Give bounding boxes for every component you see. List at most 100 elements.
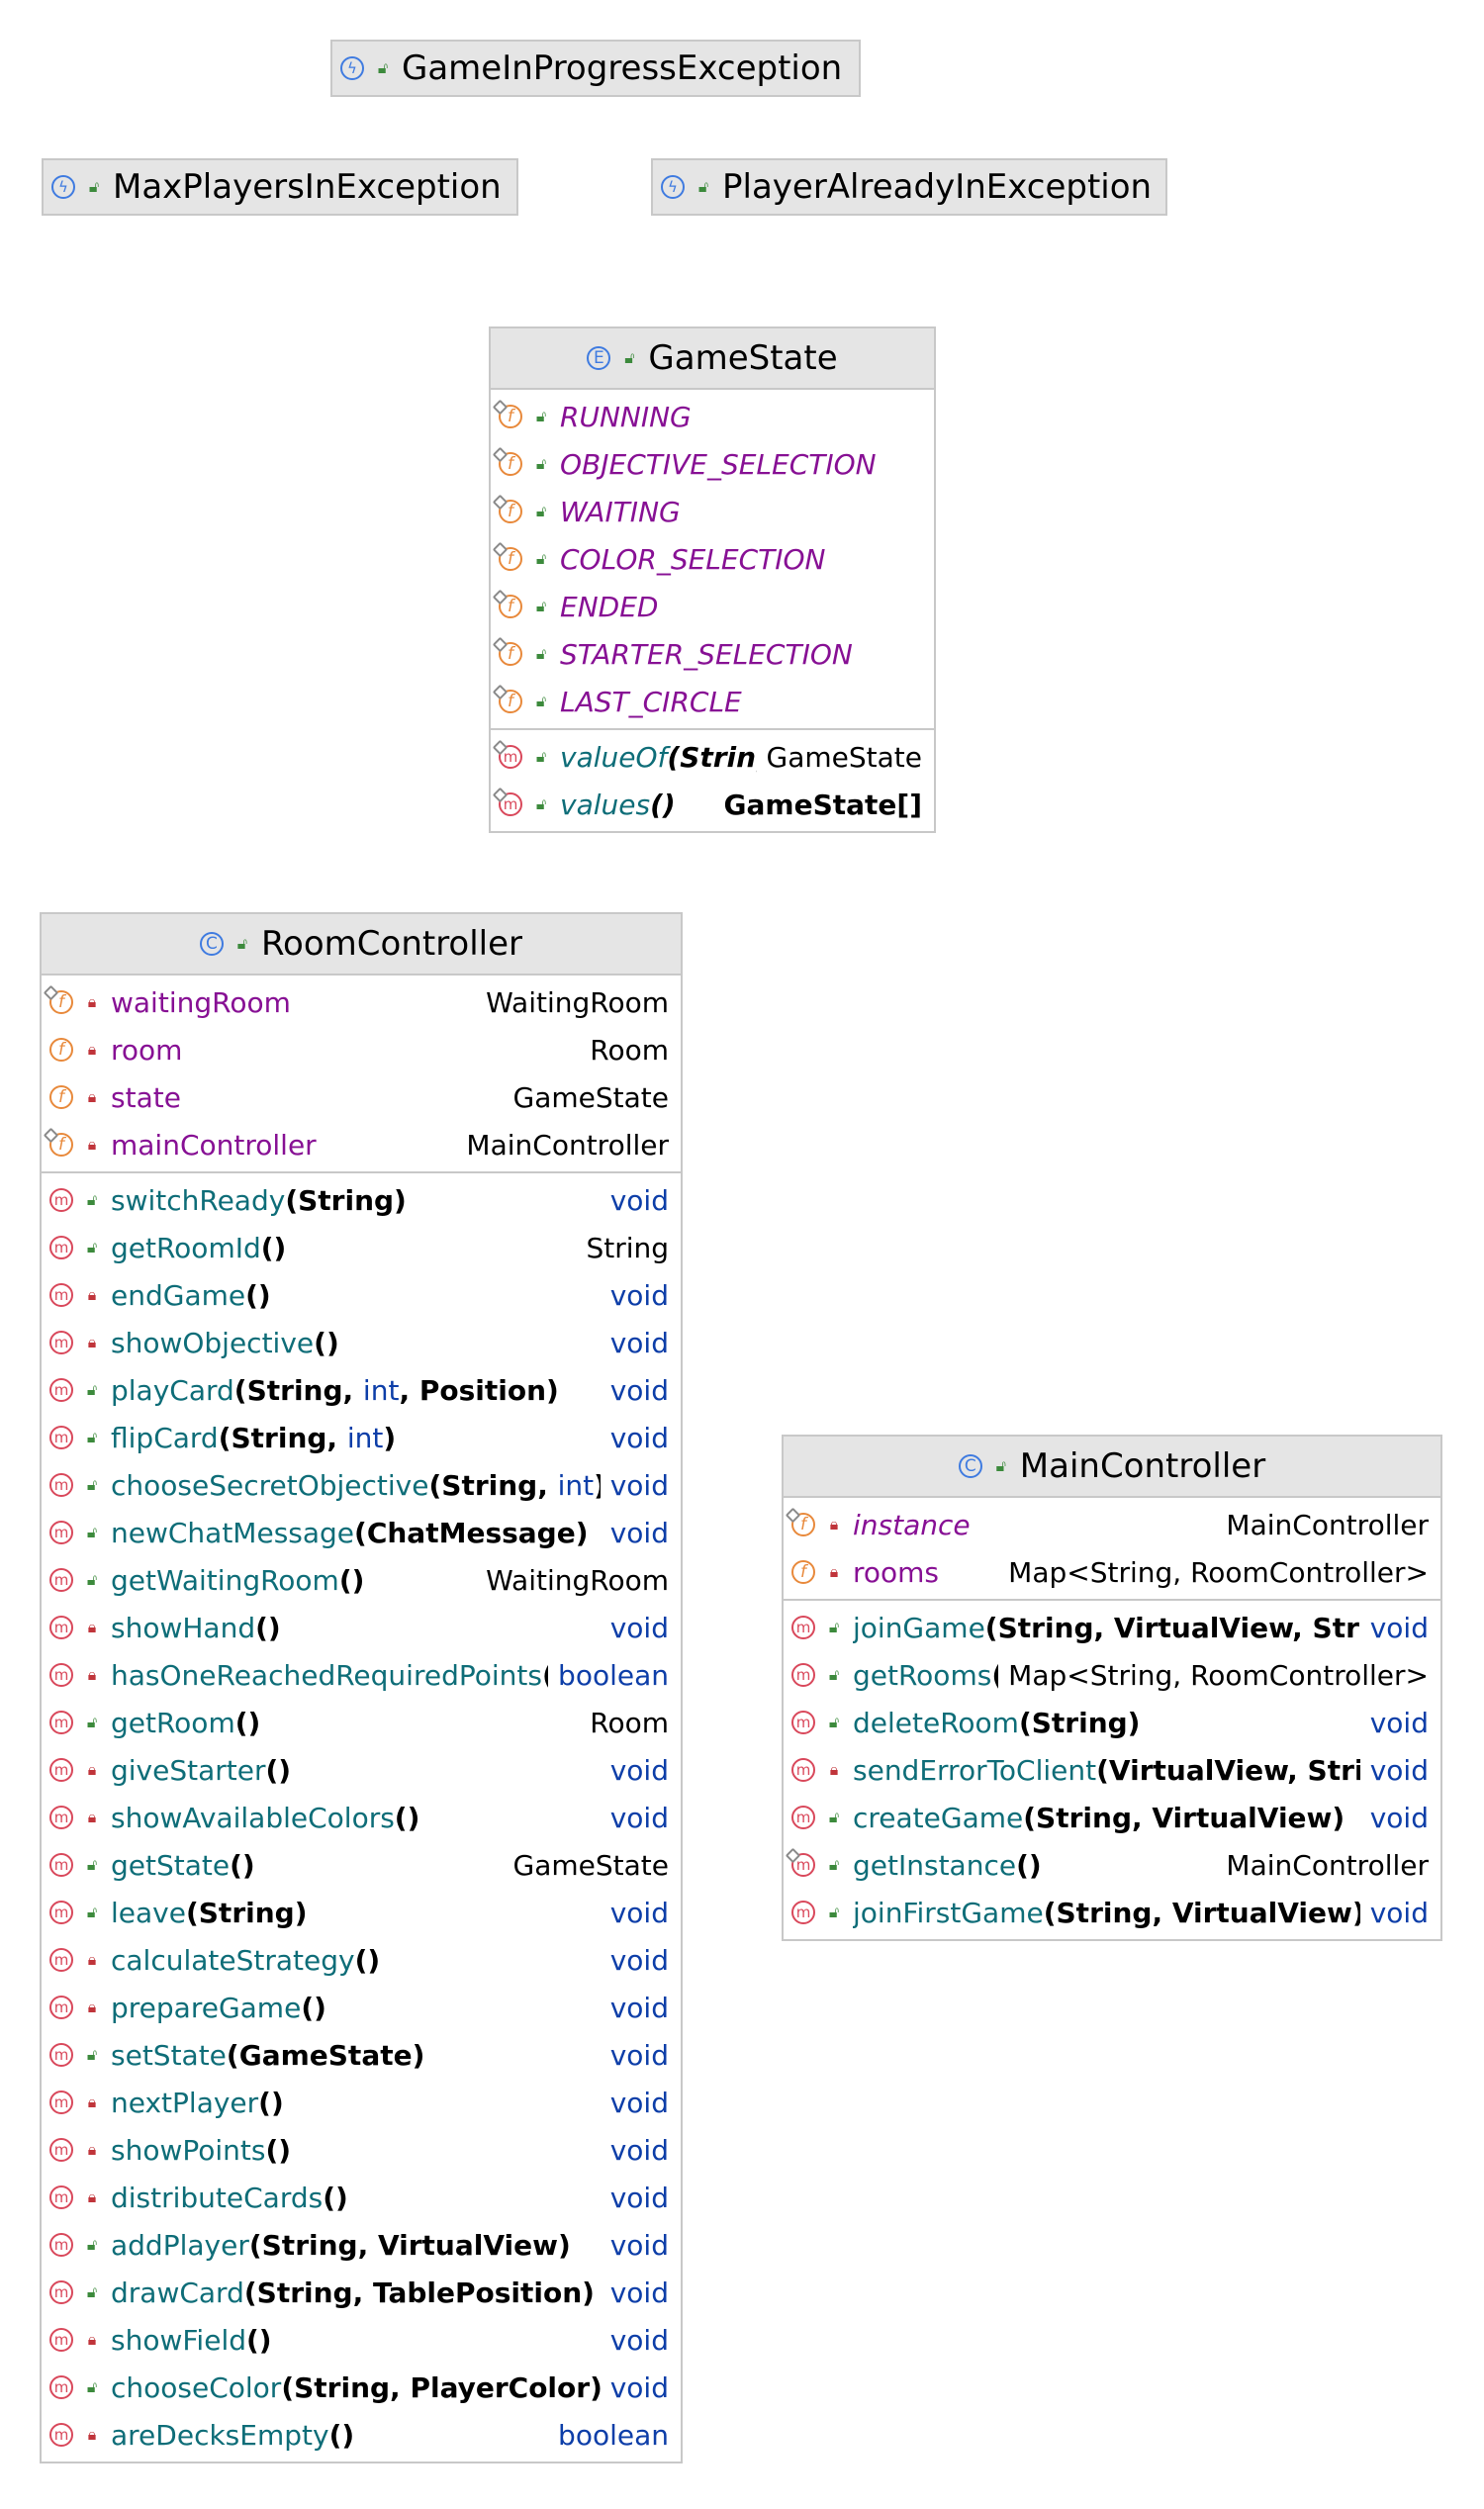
return-type: MainController (1226, 1848, 1429, 1882)
return-type: void (609, 2276, 669, 2309)
constant-name: LAST_CIRCLE (560, 685, 742, 718)
method-row[interactable]: m🔓︎getState()GameState (42, 1841, 681, 1889)
method-row[interactable]: m🔒︎showField()void (42, 2316, 681, 2364)
enum-box-gamestate[interactable]: E 🔓︎ GameState f🔓︎RUNNING f🔓︎OBJECTIVE_S… (489, 326, 936, 833)
method-row[interactable]: m🔒︎hasOneReachedRequiredPoints()boolean (42, 1651, 681, 1699)
constant-name: COLOR_SELECTION (560, 542, 826, 576)
method-icon: m (49, 1948, 73, 1972)
method-name: flipCard (111, 1421, 219, 1454)
method-row[interactable]: m🔒︎calculateStrategy()void (42, 1936, 681, 1984)
method-row[interactable]: m🔓︎playCard(String, int, Position)void (42, 1366, 681, 1414)
public-icon: 🔓︎ (86, 1475, 98, 1494)
method-params: () (338, 1563, 365, 1597)
return-type: void (609, 1896, 669, 1929)
method-name: prepareGame (111, 1991, 302, 2024)
enum-constant-row[interactable]: f🔓︎STARTER_SELECTION (491, 630, 934, 678)
method-row[interactable]: m🔒︎showHand()void (42, 1604, 681, 1651)
method-row[interactable]: m🔓︎switchReady(String)void (42, 1176, 681, 1224)
return-type: GameState (512, 1848, 669, 1882)
enum-constant-row[interactable]: f🔓︎WAITING (491, 488, 934, 535)
method-row[interactable]: m🔓︎chooseSecretObjective(String, int)voi… (42, 1461, 681, 1509)
exception-box-player-already-in[interactable]: ϟ 🔓︎ PlayerAlreadyInException (651, 158, 1167, 216)
method-row[interactable]: m🔒︎endGame()void (42, 1271, 681, 1319)
method-name: giveStarter (111, 1753, 266, 1787)
return-type: void (609, 1278, 669, 1312)
method-row[interactable]: m🔒︎showAvailableColors()void (42, 1794, 681, 1841)
method-icon: m (49, 1521, 73, 1544)
method-icon: m (49, 1711, 73, 1734)
method-name: getRoom (111, 1706, 235, 1739)
constant-name: WAITING (560, 495, 681, 528)
method-row[interactable]: m🔓︎getWaitingRoom()WaitingRoom (42, 1556, 681, 1604)
method-row[interactable]: m🔓︎setState(GameState)void (42, 2031, 681, 2079)
method-row[interactable]: m🔓︎drawCard(String, TablePosition)void (42, 2269, 681, 2316)
method-params: (String, (233, 1373, 363, 1407)
enum-constant-row[interactable]: f🔓︎ENDED (491, 583, 934, 630)
method-name: nextPlayer (111, 2086, 259, 2119)
method-row[interactable]: m🔓︎addPlayer(String, VirtualView)void (42, 2221, 681, 2269)
private-lock-icon: 🔒︎ (87, 1618, 97, 1636)
method-params: (String) (1018, 1706, 1141, 1739)
method-row[interactable]: m🔓︎newChatMessage(ChatMessage)void (42, 1509, 681, 1556)
method-params: (String, VirtualView) (1043, 1896, 1360, 1929)
field-name: instance (853, 1508, 971, 1541)
exception-box-game-in-progress[interactable]: ϟ 🔓︎ GameInProgressException (330, 40, 861, 97)
method-row-valueof[interactable]: m 🔓︎ valueOf(String) GameState (491, 733, 934, 781)
method-params: (String, VirtualView) (248, 2228, 571, 2262)
method-name: createGame (853, 1801, 1024, 1834)
public-icon: 🔓︎ (828, 1713, 840, 1731)
public-icon: 🔓︎ (86, 2282, 98, 2301)
return-type: void (1369, 1801, 1429, 1834)
method-row[interactable]: m🔓︎getInstance()MainController (784, 1841, 1440, 1889)
class-title: RoomController (260, 924, 523, 964)
enum-constant-row[interactable]: f🔓︎COLOR_SELECTION (491, 535, 934, 583)
method-icon: m (49, 2328, 73, 2352)
exception-box-max-players-in[interactable]: ϟ 🔓︎ MaxPlayersInException (42, 158, 518, 216)
enum-constant-row[interactable]: f🔓︎RUNNING (491, 393, 934, 440)
method-row[interactable]: m🔓︎getRoomId()String (42, 1224, 681, 1271)
method-row[interactable]: m🔓︎chooseColor(String, PlayerColor)void (42, 2364, 681, 2411)
exception-class-icon: ϟ (661, 175, 685, 199)
method-icon: m (49, 1853, 73, 1877)
method-row[interactable]: m🔓︎createGame(String, VirtualView)void (784, 1794, 1440, 1841)
method-row[interactable]: m🔓︎joinFirstGame(String, VirtualView)voi… (784, 1889, 1440, 1936)
method-row[interactable]: m🔒︎giveStarter()void (42, 1746, 681, 1794)
static-field-icon: f (791, 1513, 815, 1536)
enum-constant-row[interactable]: f🔓︎OBJECTIVE_SELECTION (491, 440, 934, 488)
method-row[interactable]: m🔓︎joinGame(String, VirtualView, String)… (784, 1604, 1440, 1651)
method-row[interactable]: m🔒︎showPoints()void (42, 2126, 681, 2174)
method-row[interactable]: m🔒︎distributeCards()void (42, 2174, 681, 2221)
method-name: getInstance (853, 1848, 1017, 1882)
enum-constant-row[interactable]: f🔓︎LAST_CIRCLE (491, 678, 934, 725)
field-name: mainController (111, 1128, 317, 1162)
method-row[interactable]: m🔒︎nextPlayer()void (42, 2079, 681, 2126)
method-row[interactable]: m🔓︎leave(String)void (42, 1889, 681, 1936)
method-row[interactable]: m🔓︎getRoom()Room (42, 1699, 681, 1746)
method-row-values[interactable]: m 🔓︎ values() GameState[] (491, 781, 934, 828)
private-lock-icon: 🔒︎ (87, 1950, 97, 1969)
method-icon: m (49, 1616, 73, 1639)
method-row[interactable]: m🔒︎prepareGame()void (42, 1984, 681, 2031)
method-row[interactable]: m🔒︎showObjective()void (42, 1319, 681, 1366)
method-row[interactable]: m🔒︎sendErrorToClient(VirtualView, String… (784, 1746, 1440, 1794)
method-row[interactable]: m🔓︎getRooms()Map<String, RoomController> (784, 1651, 1440, 1699)
method-params: () (991, 1659, 998, 1692)
method-row[interactable]: m🔒︎areDecksEmpty()boolean (42, 2411, 681, 2459)
method-name: switchReady (111, 1183, 286, 1217)
public-icon: 🔓︎ (828, 1903, 840, 1921)
method-name: deleteRoom (853, 1706, 1019, 1739)
method-row[interactable]: m🔓︎flipCard(String, int)void (42, 1414, 681, 1461)
method-icon: m (49, 1758, 73, 1782)
exception-name: MaxPlayersInException (113, 167, 502, 207)
method-params: (String, VirtualView, String) (984, 1611, 1360, 1644)
static-field-icon: f (499, 452, 522, 476)
method-row[interactable]: m🔓︎deleteRoom(String)void (784, 1699, 1440, 1746)
